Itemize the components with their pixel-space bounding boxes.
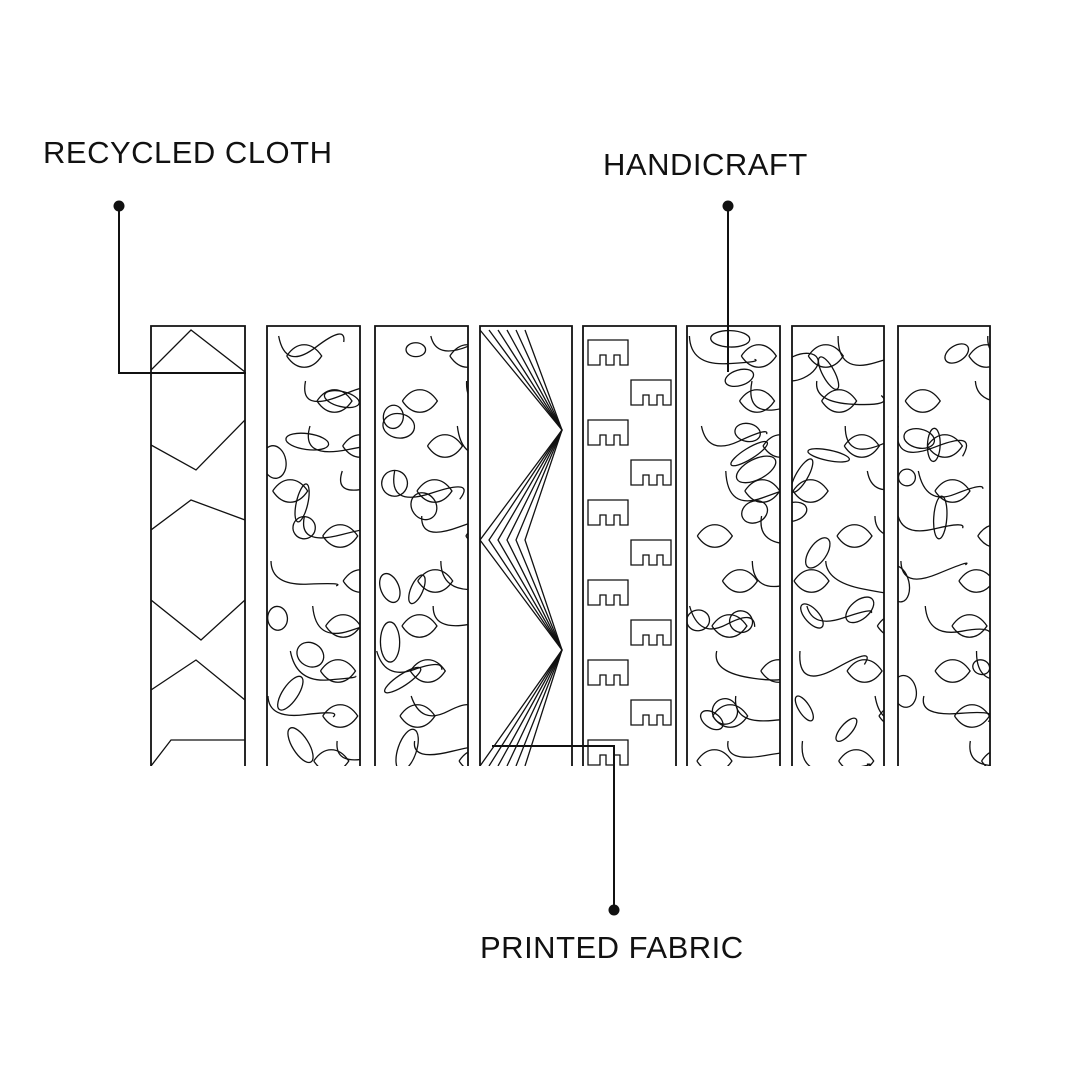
panel-border	[479, 325, 573, 766]
label-handicraft: HANDICRAFT	[603, 147, 808, 182]
panel-elephant	[582, 325, 677, 766]
leader-dot	[113, 200, 125, 212]
leader-dot	[608, 904, 620, 916]
panel-border	[266, 325, 361, 766]
panel-damask	[897, 325, 991, 766]
leader-dot	[722, 200, 734, 212]
leader-recycled-cloth	[118, 206, 246, 374]
panel-border	[791, 325, 885, 766]
label-printed-fabric: PRINTED FABRIC	[480, 930, 744, 965]
leader-lines	[118, 206, 729, 910]
panel-border	[374, 325, 469, 766]
panel-floral	[266, 325, 361, 766]
panel-border	[150, 325, 246, 766]
panel-border	[897, 325, 991, 766]
panel-chevron	[479, 325, 573, 766]
leader-printed-fabric	[492, 745, 615, 910]
panel-zigzag-outline	[150, 325, 246, 766]
panel-foliage	[791, 325, 885, 766]
panel-border	[582, 325, 677, 766]
panel-border	[686, 325, 781, 766]
panel-leaf	[374, 325, 469, 766]
label-recycled-cloth: RECYCLED CLOTH	[43, 135, 333, 170]
panel-lotus	[686, 325, 781, 766]
